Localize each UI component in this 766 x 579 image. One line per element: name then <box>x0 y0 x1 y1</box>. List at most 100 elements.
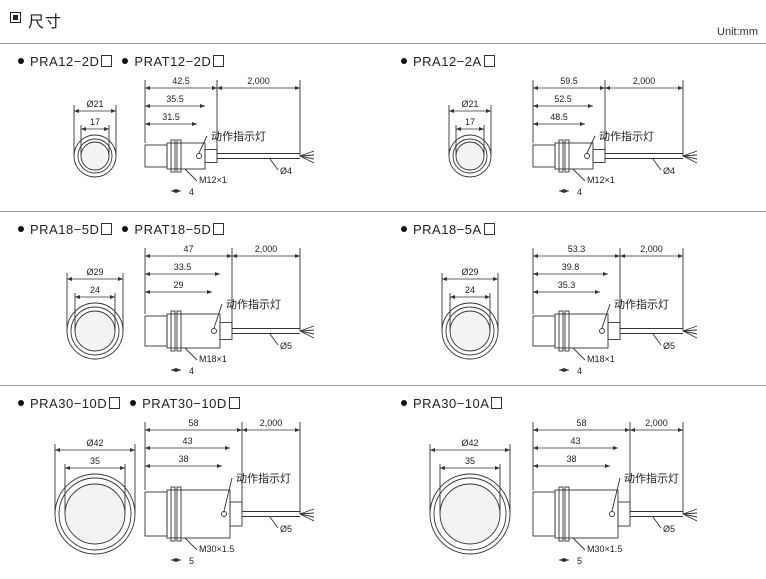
divider-top <box>0 43 766 44</box>
dim-d3-label: 48.5 <box>550 112 568 122</box>
dim-inner-arrow-r <box>120 466 125 470</box>
thread-leader <box>572 537 586 551</box>
suffix-box-icon <box>213 223 225 235</box>
bullet-icon <box>18 400 24 406</box>
led-icon <box>196 153 202 159</box>
led-label: 动作指示灯 <box>614 297 669 311</box>
dim-d1-label: 42.5 <box>172 76 190 86</box>
wire-end <box>682 154 698 157</box>
dim-d1-label: 58 <box>188 418 198 428</box>
led-leader <box>213 303 223 329</box>
dim-cable-arrow-l <box>630 428 635 432</box>
model-label: PRA30−10A <box>401 396 503 411</box>
dim-nut-arrow-l <box>559 558 564 562</box>
model-label: PRA18−5A <box>401 222 495 237</box>
dim-d3-arrow-l <box>533 290 538 294</box>
dim-d2-arrow-r <box>215 272 220 276</box>
dim-d1-arrow-r <box>237 428 242 432</box>
dim-cable-arrow-l <box>620 254 625 258</box>
sensor-head <box>532 315 556 347</box>
dim-cable-arrow-r <box>678 254 683 258</box>
dim-d2-label: 35.5 <box>166 94 184 104</box>
dim-outer-arrow-l <box>442 277 447 281</box>
bullet-icon <box>122 58 129 64</box>
dim-cable-arrow-r <box>295 428 300 432</box>
model-name: PRA30−10A <box>413 396 490 411</box>
led-leader <box>198 135 208 154</box>
rear-housing <box>204 149 218 163</box>
dim-d3-arrow-r <box>192 122 197 126</box>
dim-inner-label: 17 <box>465 117 475 127</box>
wire-end <box>682 508 698 515</box>
wire-end <box>299 155 315 164</box>
dim-outer-arrow-l <box>74 109 79 113</box>
dim-outer-arrow-l <box>67 277 72 281</box>
model-label: PRA12−2A <box>401 54 495 69</box>
dim-cable-arrow-r <box>678 86 683 90</box>
bullet-icon <box>18 226 24 232</box>
dim-d2-arrow-r <box>613 446 618 450</box>
bullet-icon <box>401 58 407 64</box>
lock-nut <box>176 310 182 352</box>
lock-nut <box>170 139 176 173</box>
wire-end <box>682 325 698 332</box>
lock-nut <box>170 310 176 352</box>
led-label: 动作指示灯 <box>624 471 679 485</box>
wire-leader <box>652 333 662 346</box>
thread-label: M12×1 <box>199 175 227 185</box>
dim-d3-label: 35.3 <box>558 280 576 290</box>
dim-inner-arrow-l <box>81 127 86 131</box>
led-leader <box>223 477 233 512</box>
face-inner-circle <box>64 483 126 545</box>
dim-d3-arrow-l <box>533 122 538 126</box>
wire-label: Ø4 <box>280 166 292 176</box>
wire-end <box>299 508 315 515</box>
dim-inner-arrow-l <box>456 127 461 131</box>
threaded-body <box>166 489 231 539</box>
dim-d1-label: 47 <box>183 244 193 254</box>
dim-nut-arrow-r <box>564 558 569 562</box>
dim-d2-arrow-l <box>145 446 150 450</box>
dim-nut-arrow-r <box>564 368 569 372</box>
wire-end <box>299 513 315 518</box>
dim-cable-label: 2,000 <box>247 76 270 86</box>
led-leader <box>611 477 621 512</box>
rear-housing <box>607 322 621 340</box>
wire-end <box>299 512 315 515</box>
lock-nut <box>558 486 564 542</box>
dim-cable-label: 2,000 <box>640 244 663 254</box>
dim-cable-label: 2,000 <box>260 418 283 428</box>
unit-label: Unit:mm <box>717 26 758 38</box>
wire-leader <box>269 158 279 171</box>
thread-leader <box>572 168 586 182</box>
dim-inner-arrow-r <box>104 127 109 131</box>
nut-label: 4 <box>189 366 194 376</box>
dim-d2-arrow-l <box>533 104 538 108</box>
dim-d1-arrow-l <box>145 86 150 90</box>
wire-end <box>682 155 698 160</box>
dim-d3-arrow-r <box>580 122 585 126</box>
dim-cable-arrow-l <box>232 254 237 258</box>
led-icon <box>211 328 217 334</box>
dim-d2-arrow-l <box>533 446 538 450</box>
thread-label: M30×1.5 <box>199 544 234 554</box>
suffix-box-icon <box>101 55 113 67</box>
section-title: 尺寸 <box>28 14 63 31</box>
dim-cable-arrow-r <box>295 86 300 90</box>
led-label: 动作指示灯 <box>211 129 266 143</box>
bullet-icon <box>122 226 129 232</box>
wire-label: Ø5 <box>280 524 292 534</box>
dim-nut-arrow-l <box>171 189 176 193</box>
wire-end <box>682 329 698 332</box>
suffix-box-icon <box>101 223 113 235</box>
wire-leader <box>652 158 662 171</box>
led-icon <box>599 328 605 334</box>
dim-d3-label: 29 <box>173 280 183 290</box>
wire-label: Ø5 <box>280 341 292 351</box>
dim-outer-label: Ø21 <box>86 99 103 109</box>
model-name: PRAT30−10D <box>142 396 227 411</box>
